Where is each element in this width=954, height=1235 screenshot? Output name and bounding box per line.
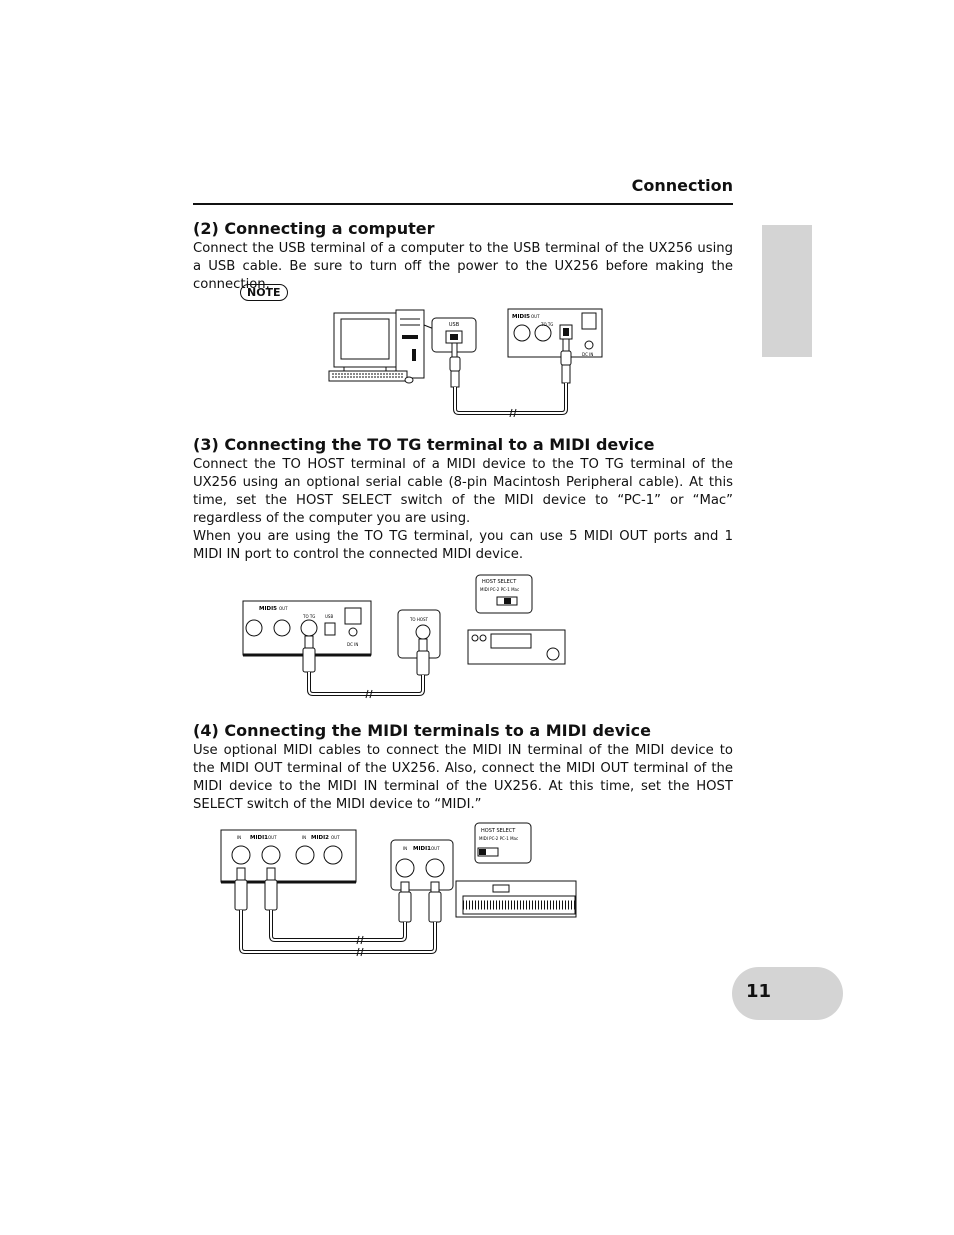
svg-text:OUT: OUT xyxy=(268,835,277,840)
svg-text:DC IN: DC IN xyxy=(582,352,593,357)
svg-text:IN: IN xyxy=(302,835,306,840)
side-thumb-tab xyxy=(762,225,812,357)
usb-port-label: USB xyxy=(449,322,460,328)
section-3-paragraph-1: Connect the TO HOST terminal of a MIDI d… xyxy=(193,457,733,526)
section-heading-midi-terminals: (4) Connecting the MIDI terminals to a M… xyxy=(193,721,651,740)
svg-text:HOST SELECT: HOST SELECT xyxy=(482,579,517,585)
svg-text:DC IN: DC IN xyxy=(347,642,358,647)
page-number: 11 xyxy=(746,981,772,1002)
svg-text:MIDI2: MIDI2 xyxy=(311,835,329,841)
svg-text:OUT: OUT xyxy=(431,846,440,851)
note-badge: NOTE xyxy=(240,284,288,301)
section-3-paragraph-2: When you are using the TO TG terminal, y… xyxy=(193,529,733,562)
figure-to-tg-connection: MIDI5 OUT TO TG USB DC IN TO HOST HOST S… xyxy=(242,574,566,699)
svg-text:TO TG: TO TG xyxy=(540,322,553,327)
svg-text:MIDI PC-2 PC-1 Mac: MIDI PC-2 PC-1 Mac xyxy=(479,836,518,841)
figure-usb-connection: USB MIDI5 OUT TO TG DC IN xyxy=(328,308,603,417)
svg-text:OUT: OUT xyxy=(531,314,540,319)
svg-text:OUT: OUT xyxy=(279,606,288,611)
running-header: Connection xyxy=(631,176,733,195)
header-rule xyxy=(193,203,733,205)
svg-text:MIDI1: MIDI1 xyxy=(413,846,431,852)
section-2-paragraph: Connect the USB terminal of a computer t… xyxy=(193,241,733,292)
svg-text:MIDI PC-2 PC-1 Mac: MIDI PC-2 PC-1 Mac xyxy=(480,587,519,592)
svg-text:MIDI5: MIDI5 xyxy=(512,314,530,320)
svg-text:USB: USB xyxy=(325,614,333,619)
svg-text:IN: IN xyxy=(237,835,241,840)
section-heading-connecting-computer: (2) Connecting a computer xyxy=(193,219,435,238)
svg-text:OUT: OUT xyxy=(331,835,340,840)
svg-text:TO HOST: TO HOST xyxy=(409,617,429,622)
computer-illustration xyxy=(328,309,425,384)
svg-text:HOST SELECT: HOST SELECT xyxy=(481,828,516,834)
svg-text:MIDI5: MIDI5 xyxy=(259,606,277,612)
section-4-paragraph: Use optional MIDI cables to connect the … xyxy=(193,743,733,812)
svg-text:TO TG: TO TG xyxy=(302,614,315,619)
section-heading-to-tg: (3) Connecting the TO TG terminal to a M… xyxy=(193,435,655,454)
page-number-badge: 11 xyxy=(732,967,843,1020)
svg-text:IN: IN xyxy=(403,846,407,851)
svg-text:MIDI1: MIDI1 xyxy=(250,835,268,841)
figure-midi-connection: IN MIDI1 OUT IN MIDI2 OUT IN MIDI1 OUT H… xyxy=(220,822,577,957)
